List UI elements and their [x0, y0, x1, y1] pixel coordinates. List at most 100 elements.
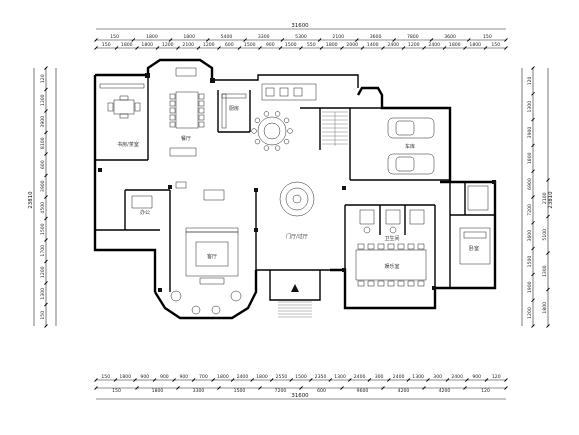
long-table-chair	[417, 243, 425, 250]
dimension-label: 1200	[408, 42, 420, 48]
dimension-label: 1900	[527, 281, 533, 293]
long-table-chair	[407, 280, 415, 287]
round-table-chair	[274, 145, 281, 151]
long-table-chair	[417, 280, 425, 287]
dining-chair	[169, 121, 176, 128]
dimension-label: 1700	[40, 245, 46, 257]
dimension-label: 2100	[332, 34, 344, 40]
dimension-label: 1800	[121, 42, 133, 48]
dining-chair	[169, 107, 176, 114]
room-label-office: 办公	[140, 209, 150, 216]
room-label-living: 客厅	[207, 253, 217, 260]
room-label-garage: 车库	[405, 143, 415, 150]
dimension-label: 300	[375, 374, 384, 380]
dimension-label: 7200	[275, 388, 287, 394]
dimension-label: 2550	[276, 374, 288, 380]
right-total-dimension: 23810	[548, 191, 554, 209]
dining-chair	[169, 93, 176, 100]
room-label-study: 书房/茶室	[117, 141, 139, 148]
dimension-label: 2400	[354, 374, 366, 380]
dimension-label: 1800	[119, 374, 131, 380]
dimension-label: 1500	[295, 374, 307, 380]
long-table-chair	[367, 280, 375, 287]
dimension-label: 1800	[542, 302, 548, 314]
dimension-label: 150	[112, 388, 121, 394]
dimension-label: 1800	[326, 42, 338, 48]
dimension-label: 1300	[334, 374, 346, 380]
dimension-label: 3300	[193, 388, 205, 394]
dimension-label: 1300	[40, 288, 46, 300]
dimension-label: 2400	[387, 42, 399, 48]
dimension-label: 4200	[439, 388, 451, 394]
dimension-label: 150	[110, 34, 119, 40]
dimension-label: 2400	[428, 42, 440, 48]
dimension-label: 2400	[393, 374, 405, 380]
dining-chair	[198, 100, 205, 107]
dimension-label: 6900	[527, 178, 533, 190]
dimension-label: 1400	[367, 42, 379, 48]
dimension-label: 1800	[256, 374, 268, 380]
long-table-chair	[367, 243, 375, 250]
dimension-label: 1200	[40, 266, 46, 278]
room-label-hall: 门厅/过厅	[286, 233, 308, 240]
dimension-label: 900	[266, 42, 275, 48]
dimension-label: 150	[491, 42, 500, 48]
dimension-label: 600	[225, 42, 234, 48]
left-dimension-chain: 23810 1201300390081006003900450015001700…	[28, 66, 57, 328]
dimension-label: 1200	[527, 307, 533, 319]
room-label-entertainment: 娱乐室	[384, 263, 399, 270]
bottom-total-dimension: 31600	[291, 393, 309, 399]
dining-chair	[198, 121, 205, 128]
long-table-chair	[387, 243, 395, 250]
dimension-label: 5400	[221, 34, 233, 40]
dimension-label: 120	[492, 374, 501, 380]
round-table-chair	[254, 138, 261, 145]
dimension-label: 9600	[357, 388, 369, 394]
dining-chair	[198, 114, 205, 121]
dimension-label: 7800	[407, 34, 419, 40]
round-table-chair	[283, 117, 290, 124]
dimension-label: 900	[472, 374, 481, 380]
dimension-label: 1800	[527, 152, 533, 164]
dimension-label: 5300	[295, 34, 307, 40]
dimension-label: 600	[317, 388, 326, 394]
dimension-label: 1800	[449, 42, 461, 48]
dimension-label: 3300	[258, 34, 270, 40]
dimension-label: 2400	[237, 374, 249, 380]
dimension-label: 1300	[542, 265, 548, 277]
dimension-label: 1500	[244, 42, 256, 48]
long-table-chair	[377, 243, 385, 250]
dimension-label: 1300	[412, 374, 424, 380]
dimension-label: 3600	[370, 34, 382, 40]
round-table-chair	[254, 117, 261, 124]
dimension-label: 1500	[40, 223, 46, 235]
round-table-chair	[274, 111, 281, 117]
dimension-label: 5100	[542, 229, 548, 241]
round-table-chair	[287, 128, 293, 134]
dimension-label: 7200	[527, 204, 533, 216]
dimension-label: 120	[40, 74, 46, 83]
interior-walls	[95, 75, 495, 292]
dining-chair	[169, 100, 176, 107]
dimension-label: 3600	[527, 230, 533, 242]
dimension-label: 3600	[444, 34, 456, 40]
dimension-label: 1500	[234, 388, 246, 394]
dimension-label: 1800	[469, 42, 481, 48]
long-table-chair	[387, 280, 395, 287]
dimension-label: 2350	[315, 374, 327, 380]
furniture	[98, 67, 496, 318]
dining-chair	[198, 93, 205, 100]
room-label-dining: 餐厅	[181, 135, 191, 142]
dimension-label: 1500	[285, 42, 297, 48]
dimension-label: 3900	[40, 116, 46, 128]
dimension-label: 1300	[527, 101, 533, 113]
dimension-label: 150	[101, 374, 110, 380]
dimension-label: 1800	[183, 34, 195, 40]
dimension-label: 300	[433, 374, 442, 380]
dimension-label: 1800	[217, 374, 229, 380]
round-table-chair	[263, 145, 270, 151]
dimension-label: 1500	[527, 256, 533, 268]
